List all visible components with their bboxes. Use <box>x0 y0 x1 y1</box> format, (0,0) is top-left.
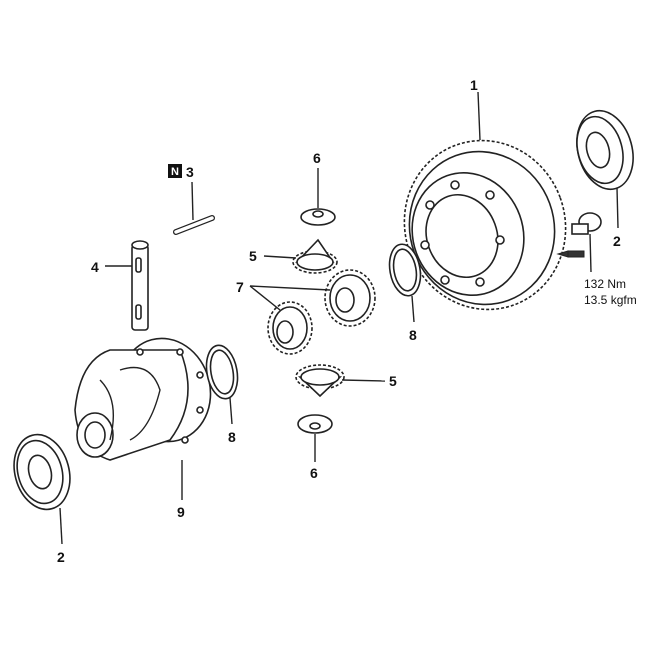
leader-line <box>249 285 331 291</box>
pinion-gear-upper <box>292 238 338 274</box>
badge-n: N <box>171 166 179 178</box>
leader-line <box>341 379 386 382</box>
side-gear-right <box>324 269 376 327</box>
pinion-gear-lower <box>295 364 345 398</box>
bearing-right <box>576 109 634 191</box>
label-5-lower: 5 <box>389 373 397 389</box>
label-2-left: 2 <box>57 549 65 565</box>
label-8-right: 8 <box>409 327 417 343</box>
leader-line <box>263 255 297 259</box>
ring-gear <box>403 139 567 311</box>
side-gear-left <box>267 301 313 355</box>
label-5-upper: 5 <box>249 248 257 264</box>
label-2-right: 2 <box>613 233 621 249</box>
leader-line <box>249 285 281 311</box>
torque-nm: 132 Nm <box>584 277 626 291</box>
label-6-upper: 6 <box>313 150 321 166</box>
leader-line <box>411 295 415 323</box>
label-9: 9 <box>177 504 185 520</box>
new-part-badge <box>168 164 182 178</box>
label-3: 3 <box>186 164 194 180</box>
sealant-tube-icon <box>556 250 585 258</box>
leader-line <box>616 187 619 229</box>
leader-line <box>59 507 63 545</box>
label-4: 4 <box>91 259 99 275</box>
leader-line <box>191 181 194 221</box>
leader-line <box>229 397 233 425</box>
label-6-lower: 6 <box>310 465 318 481</box>
bolt <box>571 212 602 235</box>
torque-kgfm: 13.5 kgfm <box>584 293 637 307</box>
leader-line <box>477 91 481 141</box>
label-1: 1 <box>470 77 478 93</box>
bearing-left <box>13 433 71 511</box>
pinion-shaft <box>131 240 149 331</box>
leader-line <box>589 233 592 273</box>
label-7: 7 <box>236 279 244 295</box>
differential-case <box>74 337 212 461</box>
label-8-left: 8 <box>228 429 236 445</box>
